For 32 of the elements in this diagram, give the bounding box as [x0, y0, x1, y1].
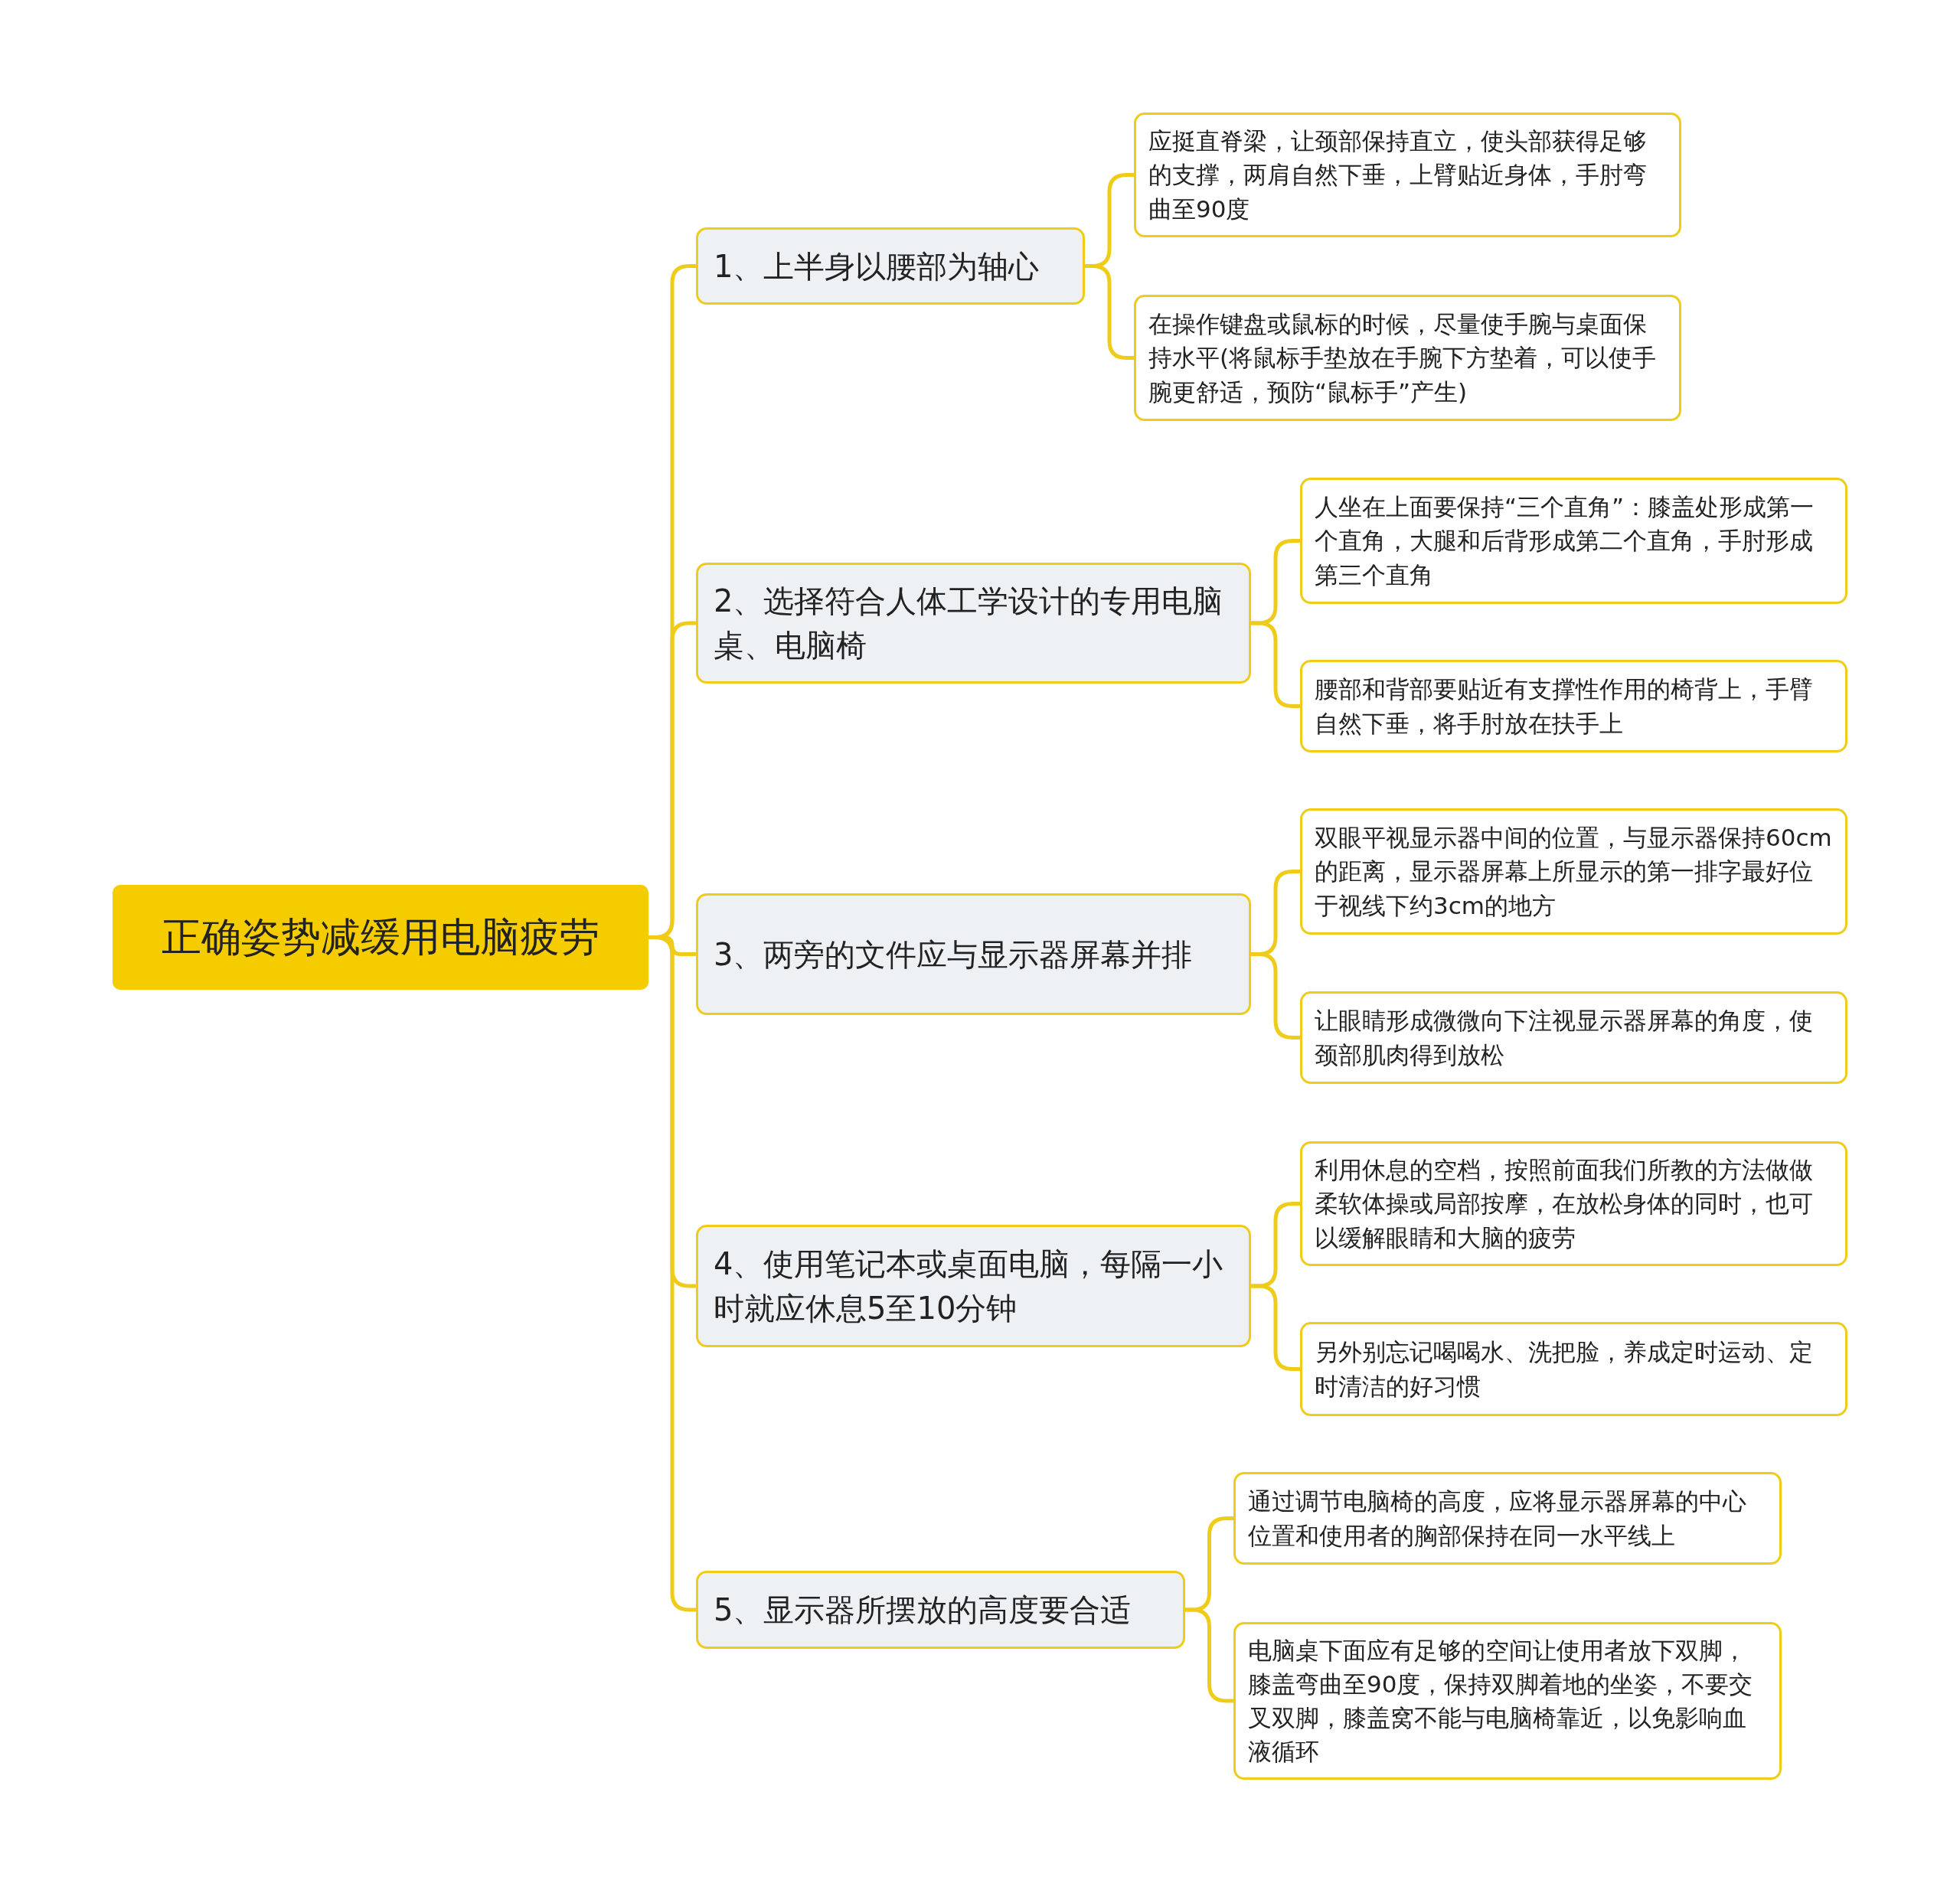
subtopic-box: [1300, 808, 1847, 935]
subtopic-box: [1300, 478, 1847, 604]
node-text: 通过调节电脑椅的高度，应将显示器屏幕的中心位置和使用者的胸部保持在同一水平线上: [1248, 1487, 1747, 1551]
node-text: 让眼睛形成微微向下注视显示器屏幕的角度，使颈部肌肉得到放松: [1315, 1006, 1814, 1070]
subtopic-box: [1300, 660, 1847, 752]
node-text: 另外别忘记喝喝水、洗把脸，养成定时运动、定时清洁的好习惯: [1315, 1337, 1814, 1402]
node-text: 在操作键盘或鼠标的时候，尽量使手腕与桌面保持水平(将鼠标手垫放在手腕下方垫着，可以使手腕更舒适，预防“鼠标手”产生): [1148, 309, 1658, 407]
central-topic: [113, 885, 648, 990]
subtopic-box: [1233, 1622, 1782, 1780]
node-text: 3、两旁的文件应与显示器屏幕并排: [714, 935, 1193, 974]
node-text: 利用休息的空档，按照前面我们所教的方法做做柔软体操或局部按摩，在放松身体的同时，也可以缓解眼睛和大脑的疲劳: [1315, 1155, 1814, 1253]
subtopic-box: [1134, 295, 1681, 421]
node-text: 电脑桌下面应有足够的空间让使用者放下双脚，膝盖弯曲至90度，保持双脚着地的坐姿，不要交叉双脚，膝盖窝不能与电脑椅靠近，以免影响血液循环: [1248, 1635, 1754, 1767]
node-text: 4、使用笔记本或桌面电脑，每隔一小时就应休息5至10分钟: [714, 1245, 1224, 1327]
node-text: 腰部和背部要贴近有支撑性作用的椅背上，手臂自然下垂，将手肘放在扶手上: [1315, 674, 1814, 739]
topic-box: [696, 1225, 1251, 1347]
node-text: 2、选择符合人体工学设计的专用电脑桌、电脑椅: [714, 583, 1224, 664]
topic-box: [696, 227, 1085, 305]
node-text: 正确姿势减缓用电脑疲劳: [162, 912, 599, 961]
topic-box: [696, 563, 1251, 684]
node-text: 应挺直脊梁，让颈部保持直立，使头部获得足够的支撑，两肩自然下垂，上臂贴近身体，手肘弯曲至90度: [1148, 126, 1648, 224]
node-text: 1、上半身以腰部为轴心: [714, 247, 1040, 286]
subtopic-box: [1300, 1141, 1847, 1266]
subtopic-box: [1300, 1322, 1847, 1416]
topic-box: [696, 893, 1251, 1015]
subtopic-box: [1300, 991, 1847, 1084]
node-text: 5、显示器所摆放的高度要合适: [714, 1591, 1132, 1629]
subtopic-box: [1134, 113, 1681, 237]
subtopic-box: [1233, 1472, 1782, 1565]
node-text: 双眼平视显示器中间的位置，与显示器保持60cm的距离，显示器屏幕上所显示的第一排字最好位于视线下约3cm的地方: [1315, 823, 1833, 921]
node-text: 人坐在上面要保持“三个直角”：膝盖处形成第一个直角，大腿和后背形成第二个直角，手肘形成第三个直角: [1315, 492, 1815, 590]
topic-box: [696, 1571, 1185, 1649]
